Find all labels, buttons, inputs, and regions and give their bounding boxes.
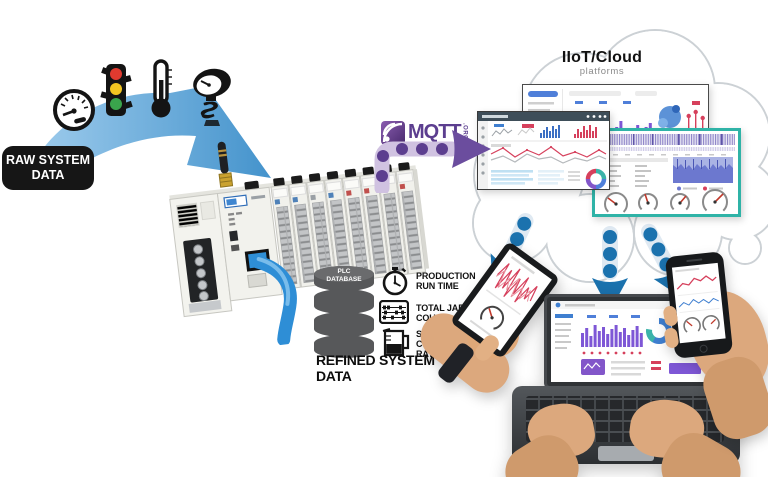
mqtt-signal-icon <box>381 121 405 145</box>
pressure-gauge-icon <box>193 68 231 126</box>
tablet-device <box>411 240 563 402</box>
plc-device <box>169 141 430 347</box>
db-title-line1: PLC <box>338 268 351 275</box>
mqtt-flow-arrow <box>374 130 491 193</box>
phone-screen <box>671 262 726 344</box>
phone-device <box>662 251 768 446</box>
dashboard-panel-kpi <box>477 111 610 190</box>
cloud-title-block: IIoT/Cloud platforms <box>541 49 663 77</box>
traffic-light-icon <box>100 64 133 116</box>
phone-home-button <box>699 344 708 354</box>
mqtt-org-label: .ORG <box>461 123 468 141</box>
thermometer-icon <box>151 59 172 118</box>
gauge-cluster <box>604 189 728 216</box>
database-cylinder-icon: PLC DATABASE <box>314 266 374 358</box>
raw-data-label: RAW SYSTEM DATA <box>2 146 94 190</box>
io-modules <box>270 169 430 290</box>
donut-chart <box>585 168 607 190</box>
ethernet-cable <box>251 255 297 347</box>
abacus-icon <box>379 300 409 324</box>
cloud-subtitle: platforms <box>579 66 625 77</box>
phone-body <box>664 251 734 359</box>
db-title-line2: DATABASE <box>326 276 362 283</box>
mqtt-wordmark: MQTT <box>408 121 462 143</box>
phone-speaker <box>686 258 703 263</box>
cloud-title: IIoT/Cloud <box>561 49 643 66</box>
power-supply-module <box>169 193 233 318</box>
antenna <box>217 141 234 188</box>
mqtt-logo: MQTT .ORG <box>381 121 468 145</box>
refined-data-label: REFINED SYSTEM DATA <box>316 352 435 384</box>
download-arrow-laptop <box>592 226 628 306</box>
measuring-cup-icon <box>382 328 410 357</box>
metric-production-run-time: PRODUCTION RUN TIME <box>416 271 476 291</box>
stopwatch-icon <box>382 267 408 296</box>
dashboard-panel-trends <box>592 128 741 217</box>
gauge-icon <box>53 89 95 131</box>
